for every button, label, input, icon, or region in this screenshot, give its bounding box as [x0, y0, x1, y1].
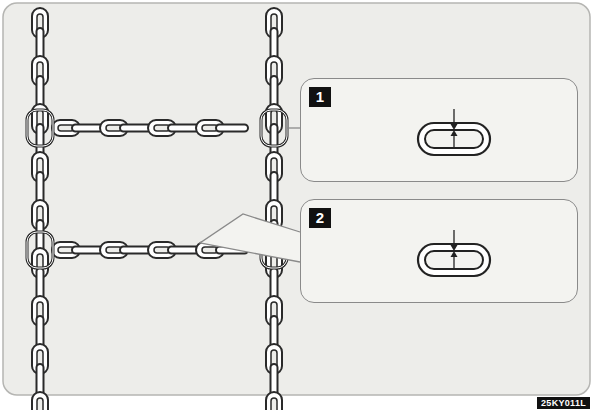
callout-wedge	[200, 214, 300, 262]
callout-panel: 1	[300, 78, 578, 182]
chain-link-hole	[271, 398, 277, 410]
cross-chain-link	[216, 125, 248, 132]
chain-link-hole	[37, 398, 43, 410]
link-detail	[301, 79, 579, 183]
link-outer	[418, 123, 490, 155]
junction-ring-highlight	[27, 232, 53, 268]
figure-code: 25KY011L	[537, 397, 590, 409]
junction-ring	[27, 110, 53, 146]
link-inner	[425, 251, 483, 269]
link-inner	[425, 130, 483, 148]
chain-link	[266, 392, 282, 410]
leader-line	[200, 214, 300, 262]
chain-link	[32, 392, 48, 410]
background-panel	[3, 3, 590, 395]
junction-ring-highlight	[261, 110, 287, 146]
leader-line	[287, 127, 300, 128]
wear-arrowhead	[451, 245, 458, 251]
wear-arrowhead	[451, 251, 458, 257]
wear-arrow	[453, 135, 454, 147]
callout-number: 2	[309, 208, 331, 228]
junction-ring	[27, 232, 53, 268]
junction-ring	[261, 110, 287, 146]
callout-number: 1	[309, 87, 331, 107]
wear-arrow	[453, 256, 454, 268]
wear-arrow	[453, 109, 454, 125]
wear-arrow	[453, 230, 454, 246]
callout-panel: 2	[300, 199, 578, 303]
tire-chain	[27, 8, 287, 410]
wear-arrowhead	[451, 130, 458, 136]
wear-arrowhead	[451, 124, 458, 130]
junction-ring-highlight	[27, 110, 53, 146]
link-outer	[418, 244, 490, 276]
leader-lines	[200, 128, 300, 262]
link-detail	[301, 200, 579, 304]
